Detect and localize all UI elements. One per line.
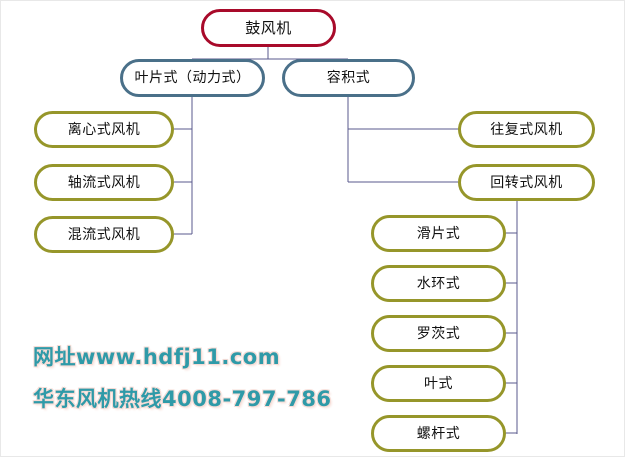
node-water-ring-label: 水环式 — [416, 275, 461, 292]
watermark-website: 网址www.hdfj11.com — [33, 345, 281, 369]
node-root-blower-label: 鼓风机 — [245, 18, 292, 37]
node-screw[interactable]: 螺杆式 — [371, 415, 506, 452]
node-rotary-fan[interactable]: 回转式风机 — [458, 164, 595, 201]
node-roots-label: 罗茨式 — [416, 325, 461, 342]
node-screw-label: 螺杆式 — [416, 425, 461, 442]
node-vane-type-label: 叶片式（动力式） — [134, 70, 251, 86]
node-mixed-flow-fan-label: 混流式风机 — [67, 226, 141, 243]
node-vane[interactable]: 叶式 — [371, 365, 506, 402]
node-axial-fan[interactable]: 轴流式风机 — [34, 164, 174, 201]
node-axial-fan-label: 轴流式风机 — [67, 174, 141, 191]
node-sliding-vane-label: 滑片式 — [416, 225, 461, 242]
node-reciprocating-fan[interactable]: 往复式风机 — [458, 111, 595, 148]
node-sliding-vane[interactable]: 滑片式 — [371, 215, 506, 252]
node-centrifugal-fan-label: 离心式风机 — [67, 121, 141, 138]
node-roots[interactable]: 罗茨式 — [371, 315, 506, 352]
node-water-ring[interactable]: 水环式 — [371, 265, 506, 302]
node-vane-label: 叶式 — [424, 375, 453, 392]
node-root-blower[interactable]: 鼓风机 — [201, 9, 336, 47]
node-reciprocating-fan-label: 往复式风机 — [490, 121, 563, 138]
node-volumetric-type[interactable]: 容积式 — [282, 59, 415, 97]
watermark-hotline: 华东风机热线4008-797-786 — [33, 387, 332, 411]
node-centrifugal-fan[interactable]: 离心式风机 — [34, 111, 174, 148]
node-volumetric-type-label: 容积式 — [326, 70, 371, 86]
node-mixed-flow-fan[interactable]: 混流式风机 — [34, 216, 174, 253]
node-vane-type[interactable]: 叶片式（动力式） — [120, 59, 265, 97]
node-rotary-fan-label: 回转式风机 — [490, 174, 563, 191]
